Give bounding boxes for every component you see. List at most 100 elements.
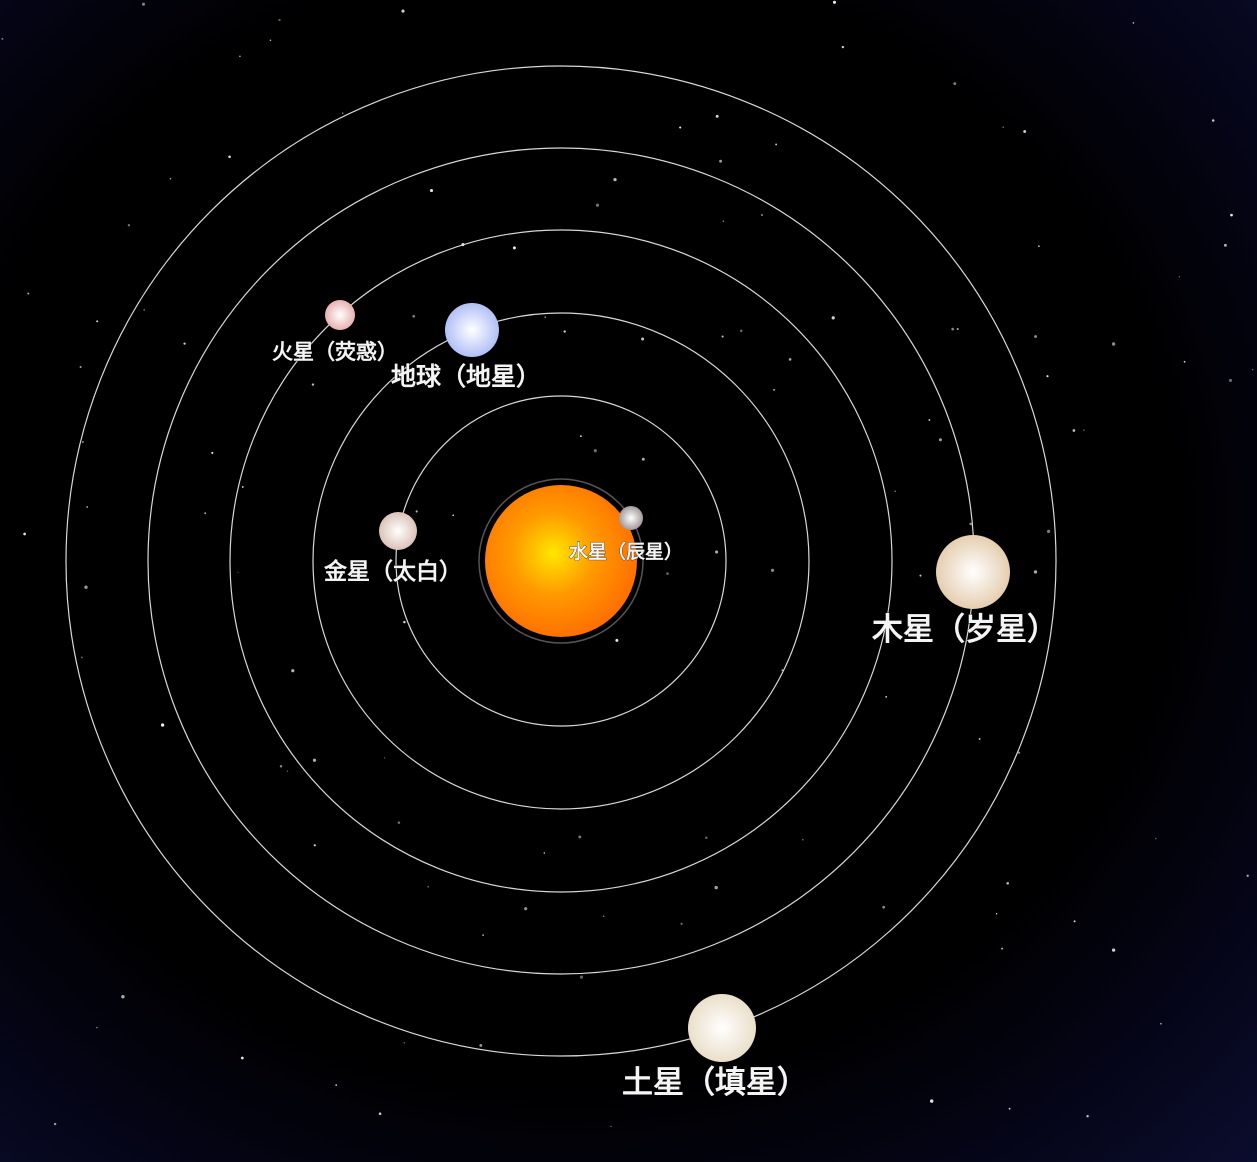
star [831,316,835,320]
mars-body [325,300,355,330]
star [1111,948,1116,952]
star [204,512,207,515]
star [951,327,955,331]
star [788,358,792,361]
orbit-jupiter [65,65,1057,1057]
earth-label: 地球（地星） [391,362,541,391]
star [479,1043,483,1047]
star [885,696,888,698]
star [978,738,981,740]
star [482,934,484,936]
star [680,922,683,925]
star [578,835,582,839]
star [1160,1022,1162,1025]
star [53,1122,57,1126]
orbit-earth [229,229,893,893]
star [524,907,528,911]
star [544,316,547,318]
star [121,995,125,999]
star [291,669,295,673]
star [82,441,84,443]
star [579,975,584,979]
star [953,82,957,85]
star [1006,881,1010,885]
star [841,45,845,49]
star [666,572,669,575]
star [995,913,998,915]
star [1001,947,1004,950]
star [1228,378,1233,382]
star [183,342,186,345]
star [773,388,775,391]
star [269,39,272,42]
star [86,506,89,508]
star [169,178,172,180]
star [403,1041,406,1044]
star [278,18,281,22]
orbit-mercury [395,395,727,727]
planet-venus: 金星（太白） [323,512,462,585]
star [722,220,725,222]
star [23,532,26,536]
venus-label: 金星（太白） [323,558,462,585]
star [403,620,406,624]
star [882,905,886,909]
star [96,1026,98,1029]
star [1038,245,1040,248]
star [832,0,837,4]
star [930,1099,934,1103]
star [378,1112,382,1115]
planet-jupiter: 木星（岁星） [871,535,1058,648]
star [279,765,283,768]
star [27,292,30,295]
star [429,188,434,193]
star [543,852,546,854]
jupiter-body [936,535,1010,609]
star [894,490,897,493]
planet-mercury: 水星（辰星） [569,506,683,563]
star [1008,1107,1011,1110]
planet-mars: 火星（荧惑） [272,300,398,364]
star [240,1056,244,1060]
star [928,419,931,421]
sun-halo-ring [478,478,644,644]
star [412,314,416,318]
star [956,327,959,331]
star [580,435,582,437]
star [335,1084,338,1087]
planet-saturn: 土星（填星） [622,994,808,1101]
star [593,449,597,453]
star [312,758,317,762]
star [739,329,743,333]
star [613,177,617,182]
star [1246,874,1249,877]
star [452,514,455,517]
star [1230,213,1233,217]
star [1023,130,1027,133]
star [237,571,239,573]
star [1178,276,1180,278]
star [211,451,214,454]
star [615,638,619,642]
star [641,457,645,461]
saturn-body [688,994,756,1062]
star [127,224,131,227]
star [1183,360,1186,363]
star [969,522,972,526]
star [383,757,386,759]
star [1034,335,1037,338]
star [1033,570,1038,574]
jupiter-label: 木星（岁星） [871,612,1058,648]
star [938,438,942,442]
star [239,55,241,58]
star [679,126,682,129]
star [241,486,244,488]
star [1002,126,1004,128]
star [714,885,718,890]
star [313,844,316,847]
star [1046,529,1051,534]
starfield [1,0,1254,1128]
star [641,337,645,341]
star [401,9,405,13]
